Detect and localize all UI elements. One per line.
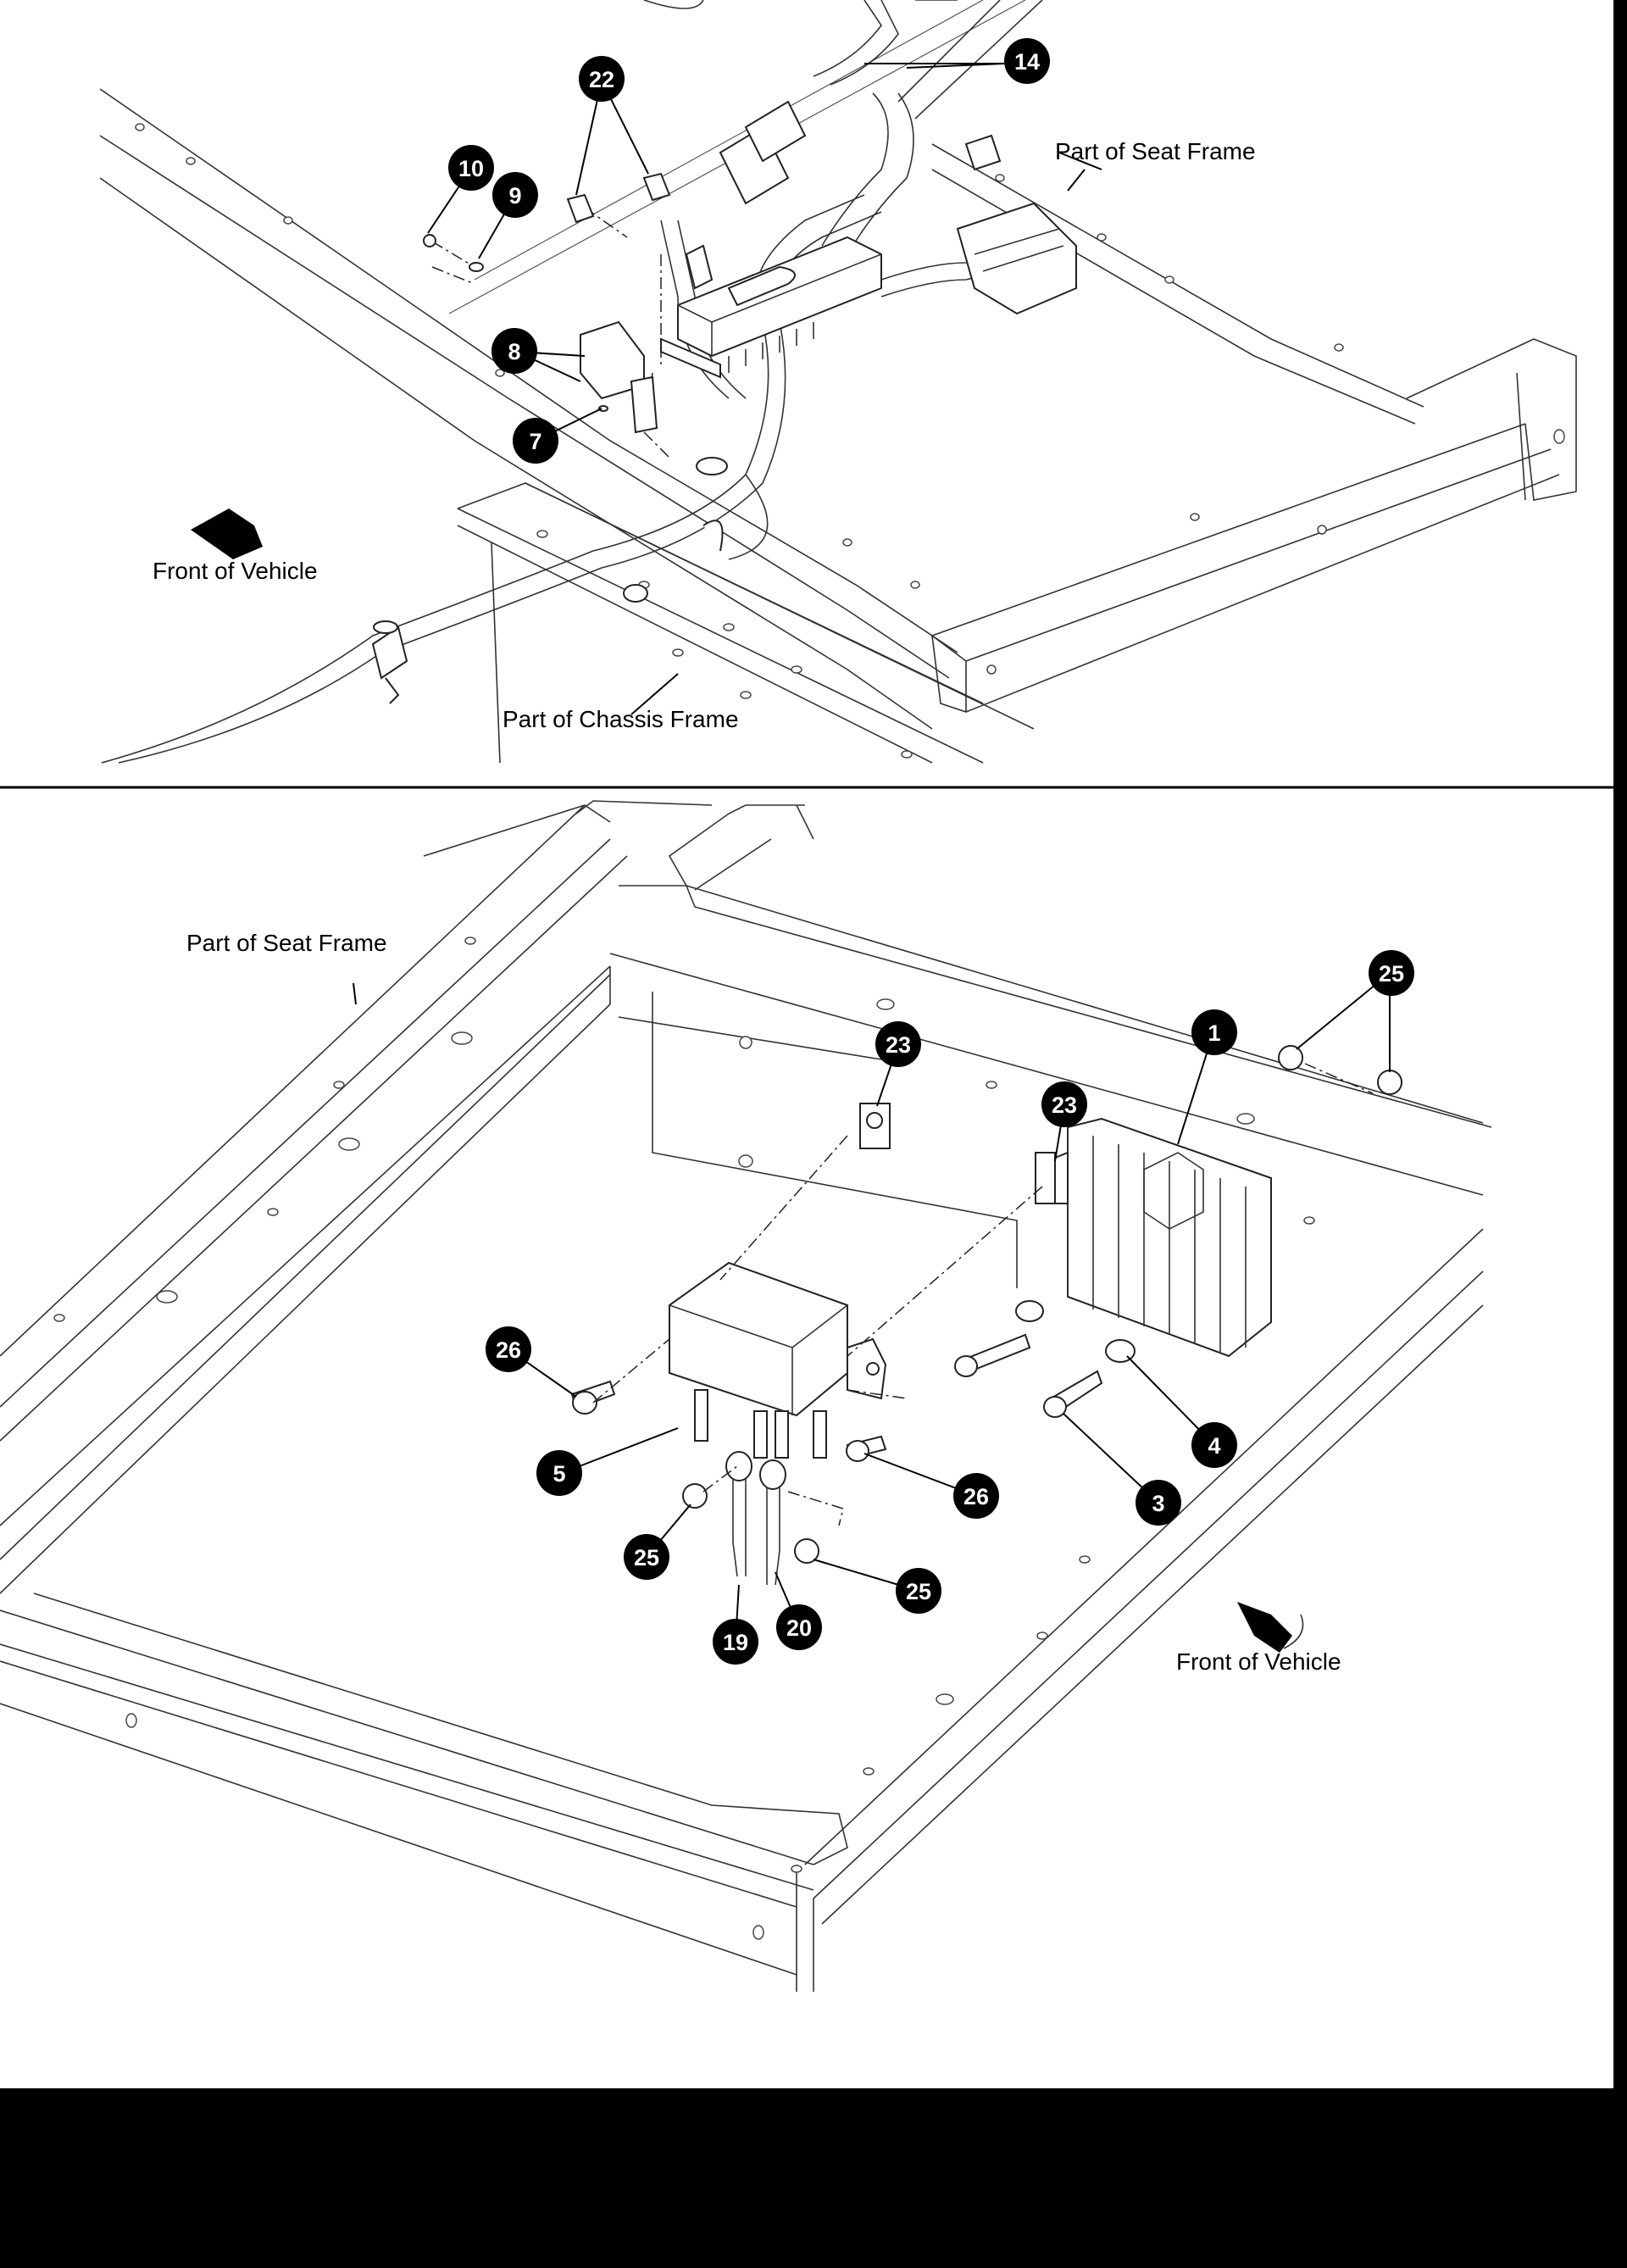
bottom-callout-19: 19: [713, 1619, 758, 1665]
bottom-callout-5: 5: [536, 1450, 582, 1496]
bottom-callout-4: 4: [1191, 1422, 1237, 1468]
top-front-of-vehicle-label: Front of Vehicle: [153, 558, 318, 584]
svg-text:3: 3: [1152, 1491, 1164, 1516]
top-chassis-frame-label: Part of Chassis Frame: [503, 706, 739, 732]
svg-text:10: 10: [458, 156, 484, 181]
svg-text:19: 19: [723, 1630, 748, 1655]
top-callout-9: 9: [492, 172, 538, 218]
svg-text:8: 8: [508, 339, 520, 364]
svg-text:22: 22: [589, 67, 614, 92]
bottom-front-of-vehicle-label: Front of Vehicle: [1176, 1648, 1341, 1675]
svg-text:1: 1: [1208, 1020, 1220, 1046]
bottom-callout-25-a: 25: [1369, 950, 1414, 996]
bottom-panel-drawing: [0, 800, 1492, 1992]
top-callout-7: 7: [513, 418, 558, 464]
top-panel-drawing: [99, 0, 1577, 764]
front-arrow-icon-bottom: [1237, 1602, 1292, 1653]
svg-text:23: 23: [1052, 1092, 1077, 1118]
svg-text:25: 25: [906, 1579, 931, 1604]
bottom-seat-frame-label: Part of Seat Frame: [186, 930, 387, 956]
svg-text:25: 25: [634, 1545, 659, 1570]
bottom-callout-25-c: 25: [896, 1568, 941, 1614]
svg-text:20: 20: [786, 1615, 812, 1641]
top-callout-22: 22: [579, 56, 625, 102]
bottom-callout-23-b: 23: [1041, 1081, 1087, 1127]
bottom-callout-3: 3: [1136, 1480, 1181, 1526]
bottom-callout-26-b: 26: [953, 1473, 999, 1519]
top-seat-frame-label: Part of Seat Frame: [1055, 138, 1256, 164]
svg-text:23: 23: [886, 1032, 911, 1058]
svg-text:26: 26: [496, 1337, 521, 1363]
bottom-callout-25-b: 25: [624, 1534, 669, 1580]
top-callout-14: 14: [1004, 38, 1050, 84]
svg-text:5: 5: [553, 1461, 565, 1487]
svg-text:9: 9: [508, 183, 521, 208]
front-arrow-icon: [191, 509, 263, 559]
bottom-callout-1: 1: [1191, 1009, 1237, 1055]
svg-text:14: 14: [1014, 49, 1040, 75]
svg-text:7: 7: [529, 429, 541, 454]
bottom-callout-23-a: 23: [875, 1021, 921, 1067]
right-border: [1613, 0, 1627, 2268]
top-callout-8: 8: [491, 328, 537, 374]
svg-text:26: 26: [963, 1484, 989, 1509]
bottom-callout-20: 20: [776, 1604, 822, 1650]
top-callout-10: 10: [448, 145, 494, 191]
bottom-callout-26-a: 26: [486, 1326, 531, 1372]
footer-band: [0, 2088, 1627, 2268]
svg-text:4: 4: [1208, 1433, 1220, 1459]
svg-text:25: 25: [1379, 961, 1404, 987]
